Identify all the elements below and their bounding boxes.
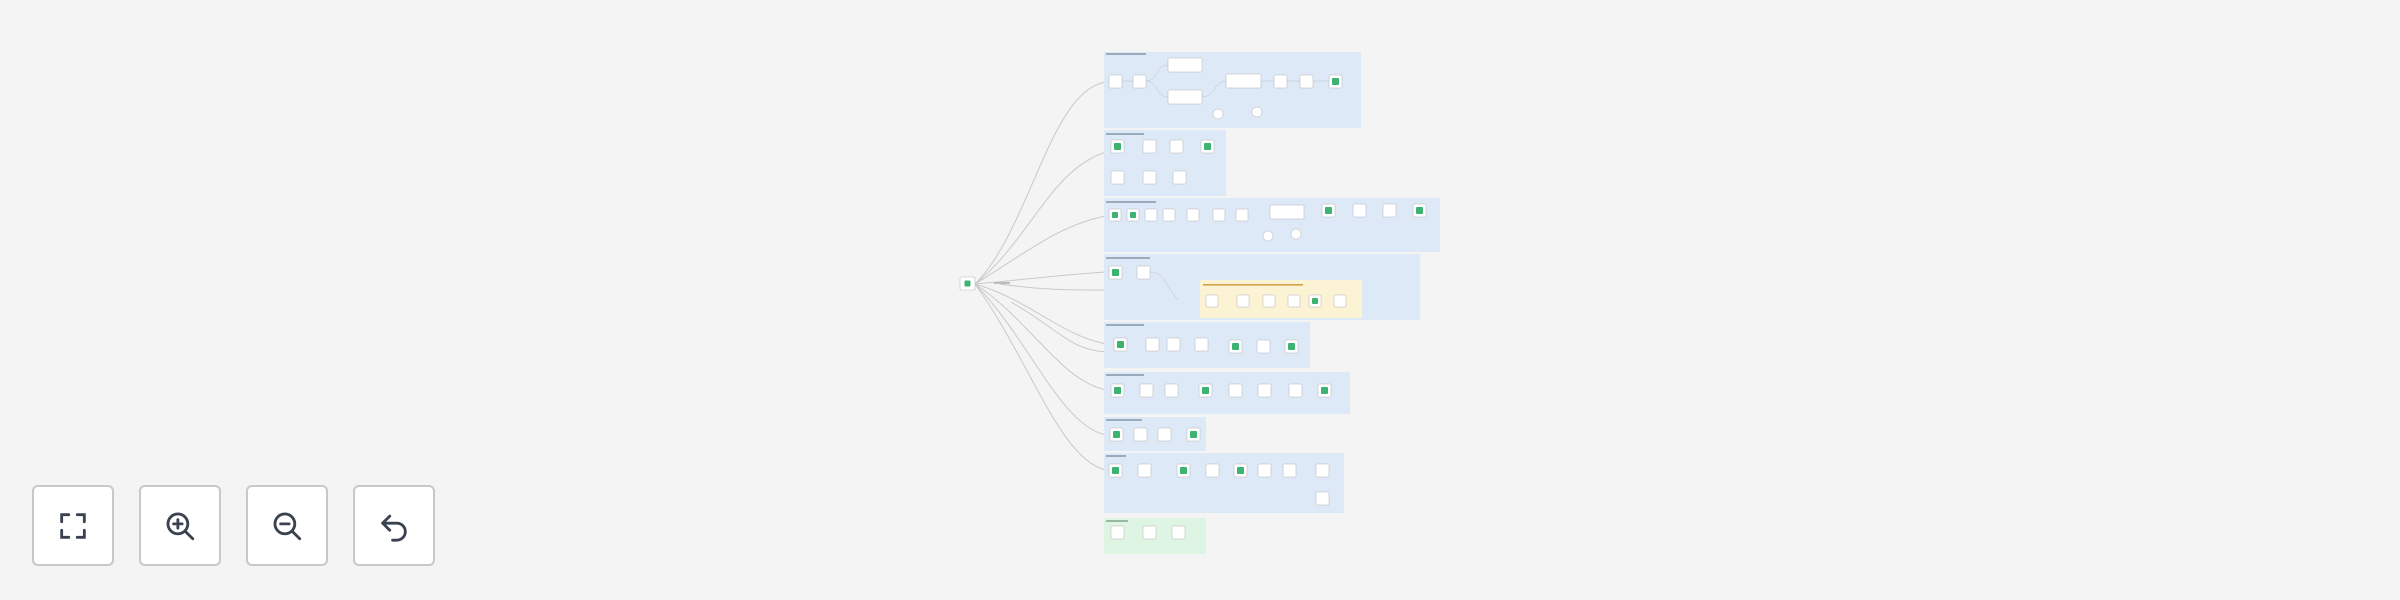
undo-button[interactable] [353,485,435,566]
zoom-in-icon [166,512,195,540]
fit-view-button[interactable] [32,485,114,566]
workflow-group-6[interactable] [1104,372,1350,414]
workflow-group-2[interactable] [1104,130,1226,196]
workflow-group-4[interactable] [1104,254,1420,320]
workflow-group-1[interactable] [1104,52,1361,128]
zoom-out-button[interactable] [246,485,328,566]
workflow-group-5[interactable] [1104,322,1310,368]
zoom-out-icon [273,512,302,540]
workflow-group-9[interactable] [1104,518,1206,554]
workflow-group-3[interactable] [1104,198,1440,252]
undo-icon [381,514,407,542]
fullscreen-icon [60,512,86,539]
note-box[interactable] [1200,280,1362,318]
workflow-group-7[interactable] [1104,417,1206,451]
zoom-in-button[interactable] [139,485,221,566]
workflow-group-8[interactable] [1104,453,1344,513]
connector-lines [974,81,1107,471]
canvas-toolbar [32,485,435,566]
root-node[interactable] [959,276,1010,291]
